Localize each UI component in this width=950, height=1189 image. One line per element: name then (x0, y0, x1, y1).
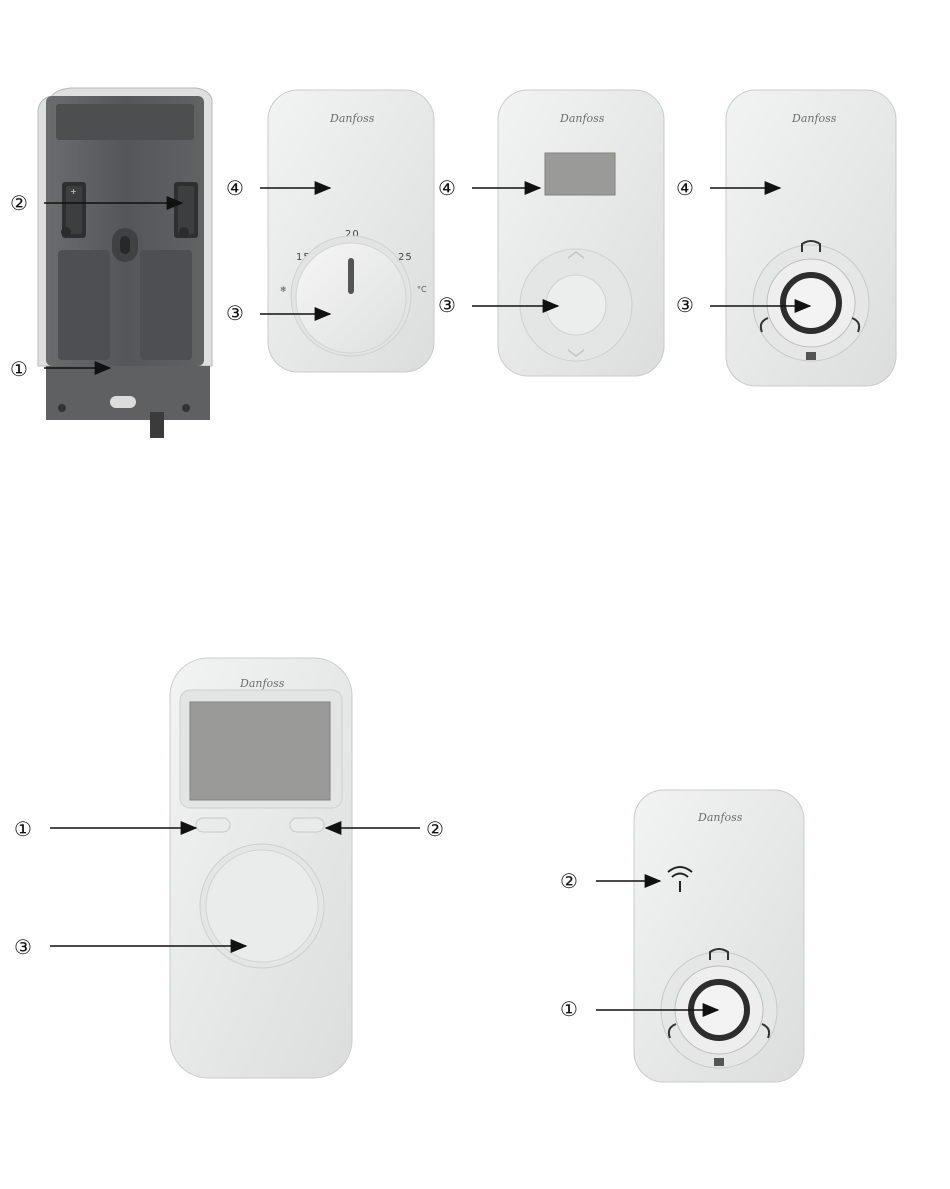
svg-text:④: ④ (676, 176, 694, 200)
thermostat-backplate: + (38, 88, 212, 438)
svg-text:④: ④ (226, 176, 244, 200)
remote-control-device: Danfoss (170, 658, 352, 1078)
danfoss-logo-icon: Danfoss (697, 811, 743, 824)
svg-text:③: ③ (438, 293, 456, 317)
thermostat-dial-device: Danfoss 15 20 25 °C ❄ (268, 90, 434, 372)
thermostat-ring-device: Danfoss (726, 90, 896, 386)
svg-text:②: ② (560, 869, 578, 893)
danfoss-logo-icon: Danfoss (559, 112, 605, 125)
danfoss-logo-icon: Danfoss (791, 112, 837, 125)
frost-icon: ❄ (280, 285, 287, 294)
svg-text:②: ② (10, 191, 28, 215)
svg-text:②: ② (426, 817, 444, 841)
svg-text:④: ④ (438, 176, 456, 200)
svg-text:+: + (70, 187, 77, 196)
svg-text:③: ③ (14, 935, 32, 959)
callout-1-left-key: ① (14, 817, 196, 841)
svg-text:①: ① (560, 997, 578, 1021)
thermostat-lcd-device: Danfoss (498, 90, 664, 376)
svg-text:③: ③ (676, 293, 694, 317)
svg-text:③: ③ (226, 301, 244, 325)
svg-text:①: ① (10, 357, 28, 381)
svg-text:①: ① (14, 817, 32, 841)
relay-receiver-device: Danfoss (634, 790, 804, 1082)
scale-unit: °C (417, 285, 427, 294)
danfoss-logo-icon: Danfoss (329, 112, 375, 125)
danfoss-logo-icon: Danfoss (239, 677, 285, 690)
